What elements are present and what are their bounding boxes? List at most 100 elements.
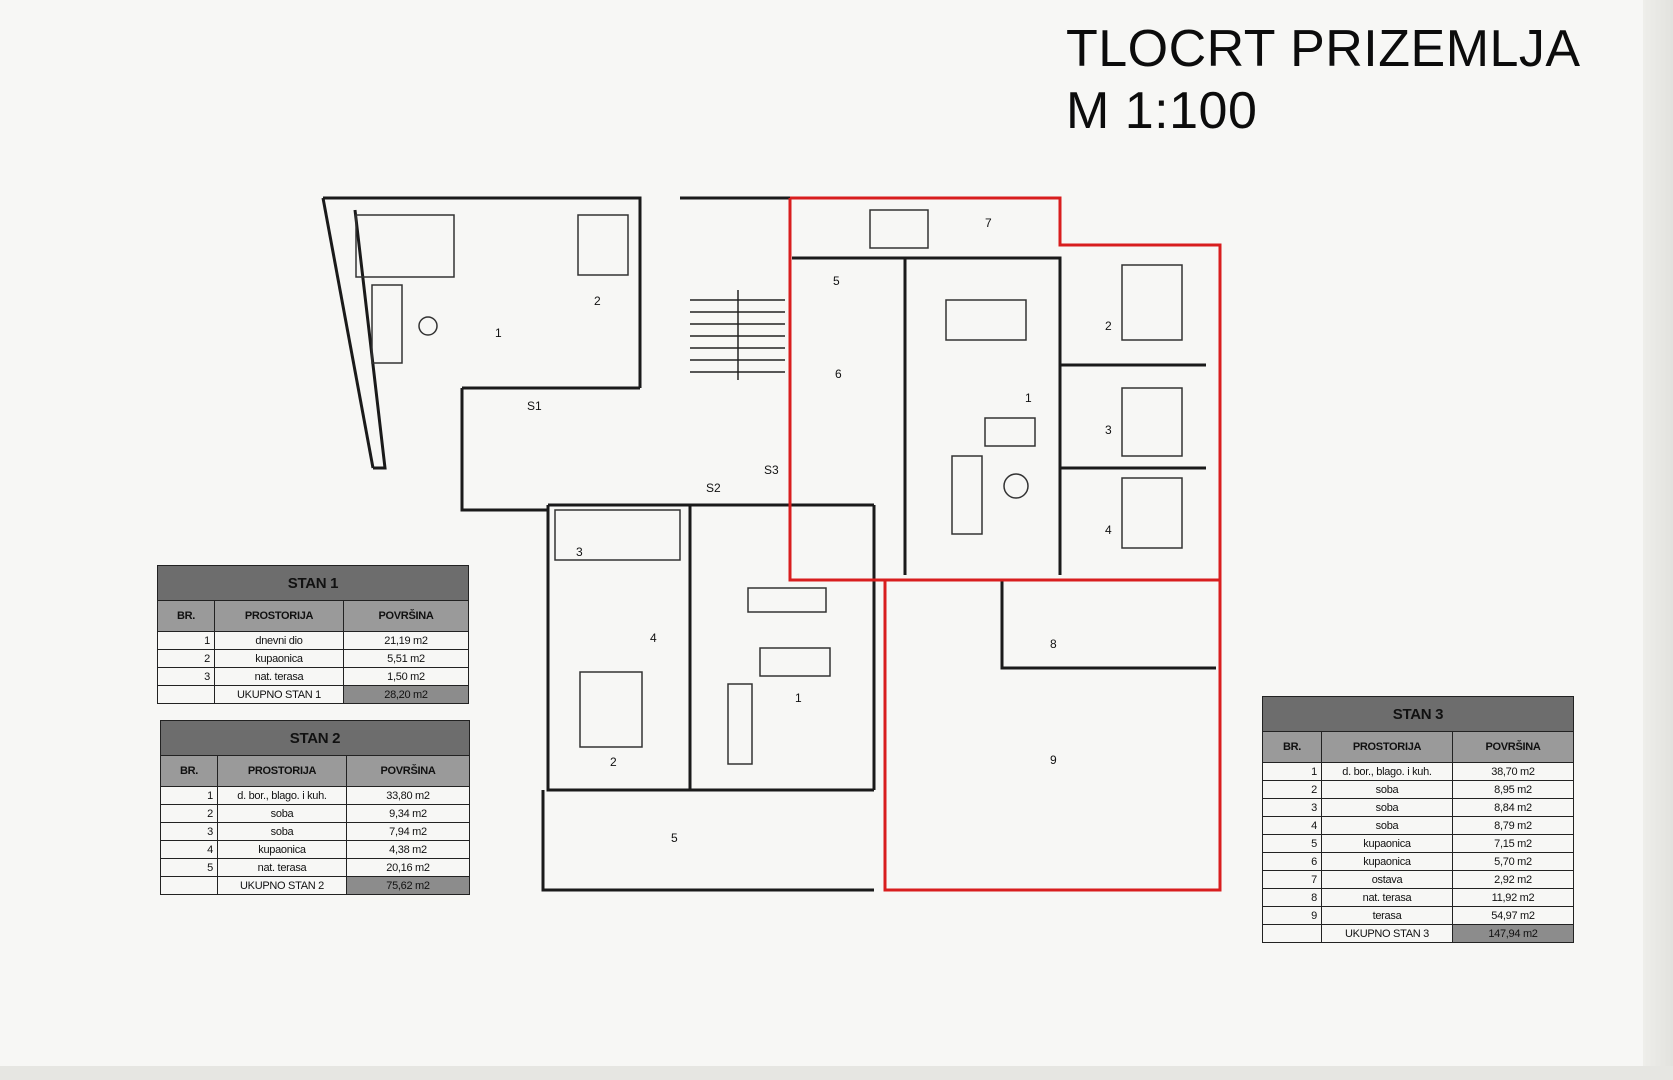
- stan2-room-4: 4: [650, 631, 657, 645]
- table-row-area: 2,92 m2: [1452, 870, 1574, 889]
- table-row-br: 3: [157, 667, 215, 686]
- stan3-sofa: [951, 455, 983, 535]
- stan3-room-4: 4: [1105, 523, 1112, 537]
- stan2-table: STAN 2 BR. PROSTORIJA POVRŠINA 1 d. bor.…: [160, 720, 470, 895]
- stan3-room-2: 2: [1105, 319, 1112, 333]
- paper-edge: [1643, 0, 1673, 1080]
- stan1-sofa: [371, 284, 403, 364]
- stan3-room-9: 9: [1050, 753, 1057, 767]
- stan3-dining-table: [945, 299, 1027, 341]
- stan3-col-br: BR.: [1262, 731, 1322, 763]
- stan1-col-br: BR.: [157, 600, 215, 632]
- table-row-br: 2: [160, 804, 218, 823]
- stan3-room-6: 6: [835, 367, 842, 381]
- stan3-storage-box: [869, 209, 929, 249]
- stan2-col-prostorija: PROSTORIJA: [217, 755, 347, 787]
- stan2-bed-large: [579, 671, 643, 748]
- table-row-br: 3: [160, 822, 218, 841]
- entry-s1-label: S1: [527, 399, 542, 413]
- table-row-br: 5: [1262, 834, 1322, 853]
- stan1-table: STAN 1 BR. PROSTORIJA POVRŠINA 1 dnevni …: [157, 565, 469, 704]
- stan3-inner-wall: [792, 256, 1062, 575]
- table-row-area: 4,38 m2: [346, 840, 470, 859]
- table-row-name: kupaonica: [1321, 834, 1453, 853]
- table-row-area: 21,19 m2: [343, 631, 469, 650]
- staircase: [690, 290, 785, 380]
- table-row-area: 8,79 m2: [1452, 816, 1574, 835]
- stan3-room-8: 8: [1050, 637, 1057, 651]
- corridor-wall-left: [460, 388, 548, 512]
- title-scale: M 1:100: [1066, 82, 1258, 140]
- table-row-br: 6: [1262, 852, 1322, 871]
- table-row-area: 33,80 m2: [346, 786, 470, 805]
- stan1-room-1: 1: [495, 326, 502, 340]
- stan2-sofa: [759, 647, 831, 677]
- stan1-table-title: STAN 1: [157, 565, 469, 601]
- stan3-table: STAN 3 BR. PROSTORIJA POVRŠINA 1 d. bor.…: [1262, 696, 1574, 943]
- table-row-area: 5,70 m2: [1452, 852, 1574, 871]
- table-row-name: kupaonica: [214, 649, 344, 668]
- stan3-bed-2: [1121, 387, 1183, 457]
- table-row-name: soba: [217, 804, 347, 823]
- outer-walls: [321, 196, 1216, 892]
- table-row-area: 7,94 m2: [346, 822, 470, 841]
- stan1-col-povrsina: POVRŠINA: [343, 600, 469, 632]
- table-row-name: soba: [217, 822, 347, 841]
- entry-s3-label: S3: [764, 463, 779, 477]
- stan2-room-5: 5: [671, 831, 678, 845]
- table-row-name: terasa: [1321, 906, 1453, 925]
- table-row-name: d. bor., blago. i kuh.: [217, 786, 347, 805]
- entry-s2-label: S2: [706, 481, 721, 495]
- stan2-col-povrsina: POVRŠINA: [346, 755, 470, 787]
- stan2-armchair: [727, 683, 753, 765]
- table-row-name: dnevni dio: [214, 631, 344, 650]
- table-row-name: kupaonica: [217, 840, 347, 859]
- stan1-total-area: 28,20 m2: [343, 685, 469, 704]
- table-row-name: soba: [1321, 816, 1453, 835]
- table-row-br: 1: [1262, 762, 1322, 781]
- stan1-wall-top: [323, 196, 642, 388]
- stan3-room-5: 5: [833, 274, 840, 288]
- stan3-table-title: STAN 3: [1262, 696, 1574, 732]
- table-row-name: nat. terasa: [1321, 888, 1453, 907]
- stan2-terrace: [541, 790, 874, 892]
- table-row-br: 1: [160, 786, 218, 805]
- title-line-1: TLOCRT PRIZEMLJA: [1066, 20, 1581, 78]
- furniture: [355, 209, 1183, 765]
- table-row-br: 7: [1262, 870, 1322, 889]
- stan3-armchair: [984, 417, 1036, 447]
- stan3-col-povrsina: POVRŠINA: [1452, 731, 1574, 763]
- stan1-wall-slant-inner: [353, 209, 387, 470]
- stan2-room-3: 3: [576, 545, 583, 559]
- table-row-name: ostava: [1321, 870, 1453, 889]
- stan2-room-1: 1: [795, 691, 802, 705]
- stan2-total-label: UKUPNO STAN 2: [217, 876, 347, 895]
- table-row-br: 2: [1262, 780, 1322, 799]
- stan3-total-area: 147,94 m2: [1452, 924, 1574, 943]
- table-row-area: 5,51 m2: [343, 649, 469, 668]
- table-row-name: kupaonica: [1321, 852, 1453, 871]
- table-row-br: 3: [1262, 798, 1322, 817]
- table-row-name: d. bor., blago. i kuh.: [1321, 762, 1453, 781]
- table-row-name: soba: [1321, 780, 1453, 799]
- paper-bottom-edge: [0, 1066, 1673, 1080]
- stan1-table: [418, 316, 438, 336]
- stan3-total-label: UKUPNO STAN 3: [1321, 924, 1453, 943]
- stan3-coffee-table: [1003, 473, 1029, 499]
- table-row-area: 1,50 m2: [343, 667, 469, 686]
- table-row-br: 2: [157, 649, 215, 668]
- drawing-title: TLOCRT PRIZEMLJA M 1:100: [1066, 18, 1581, 142]
- stan3-nat-terrace: [1000, 580, 1216, 670]
- table-row-area: 20,16 m2: [346, 858, 470, 877]
- stan1-bed: [355, 214, 455, 278]
- stan1-shower: [577, 214, 629, 276]
- table-row-area: 38,70 m2: [1452, 762, 1574, 781]
- table-row-br: 4: [1262, 816, 1322, 835]
- table-row-name: nat. terasa: [214, 667, 344, 686]
- table-row-br: 5: [160, 858, 218, 877]
- stan1-col-prostorija: PROSTORIJA: [214, 600, 344, 632]
- stan1-total-label: UKUPNO STAN 1: [214, 685, 344, 704]
- table-row-name: soba: [1321, 798, 1453, 817]
- table-row-area: 9,34 m2: [346, 804, 470, 823]
